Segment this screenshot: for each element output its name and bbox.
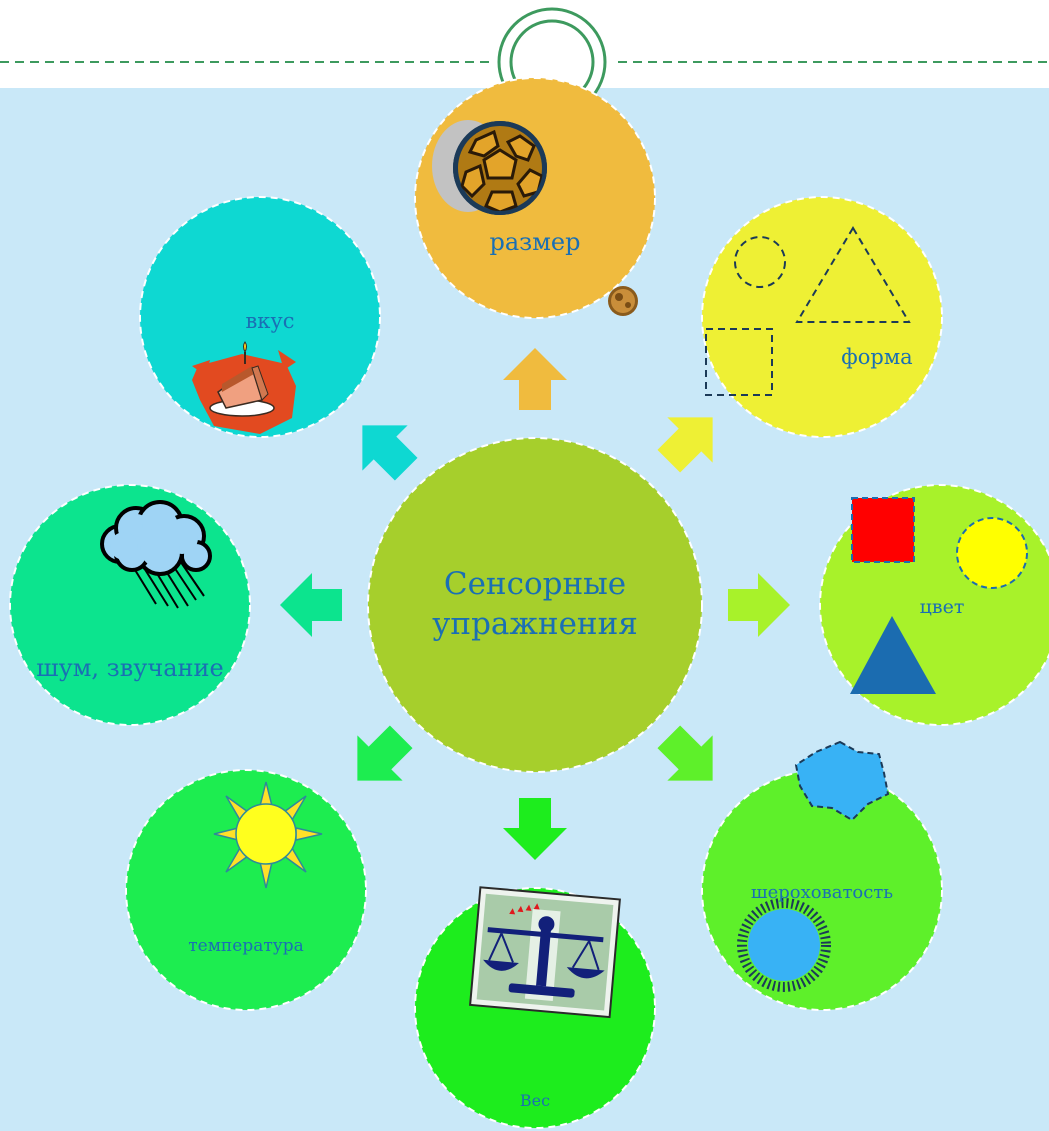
rain-cloud-icon: [100, 500, 212, 609]
rough-shapes-icon: [737, 740, 890, 992]
scales-icon: [469, 886, 621, 1019]
node-color-label: цвет: [920, 596, 965, 618]
node-roughness-label: шероховатость: [751, 882, 893, 903]
arrow-to-shape: [657, 417, 713, 473]
arrow-to-taste: [362, 425, 418, 481]
small-ball-icon: [608, 286, 638, 316]
arrow-to-roughness: [657, 725, 713, 781]
node-size-label: размер: [490, 228, 581, 256]
node-temperature: [125, 769, 367, 1011]
node-shape: [701, 196, 943, 438]
node-shape-label: форма: [841, 345, 912, 369]
shape-outlines-icon: [705, 226, 911, 396]
arrow-to-size: [503, 348, 567, 410]
node-temperature-label: температура: [188, 936, 304, 956]
center-label-line2: упражнения: [432, 606, 638, 642]
node-weight-label: Вес: [520, 1091, 550, 1110]
sun-icon: [213, 781, 323, 889]
arrow-to-temperature: [357, 725, 413, 781]
arrow-to-sound: [280, 573, 342, 637]
cake-icon: [192, 341, 296, 434]
colored-shapes-icon: [850, 497, 1028, 694]
arrow-to-color: [728, 573, 790, 637]
ball-icon: [432, 120, 547, 215]
arrow-to-weight: [503, 798, 567, 860]
node-taste-label: вкус: [245, 309, 294, 333]
center-node: [367, 437, 703, 773]
center-label-line1: Сенсорные: [444, 566, 626, 602]
node-sound-label: шум, звучание: [36, 654, 223, 682]
